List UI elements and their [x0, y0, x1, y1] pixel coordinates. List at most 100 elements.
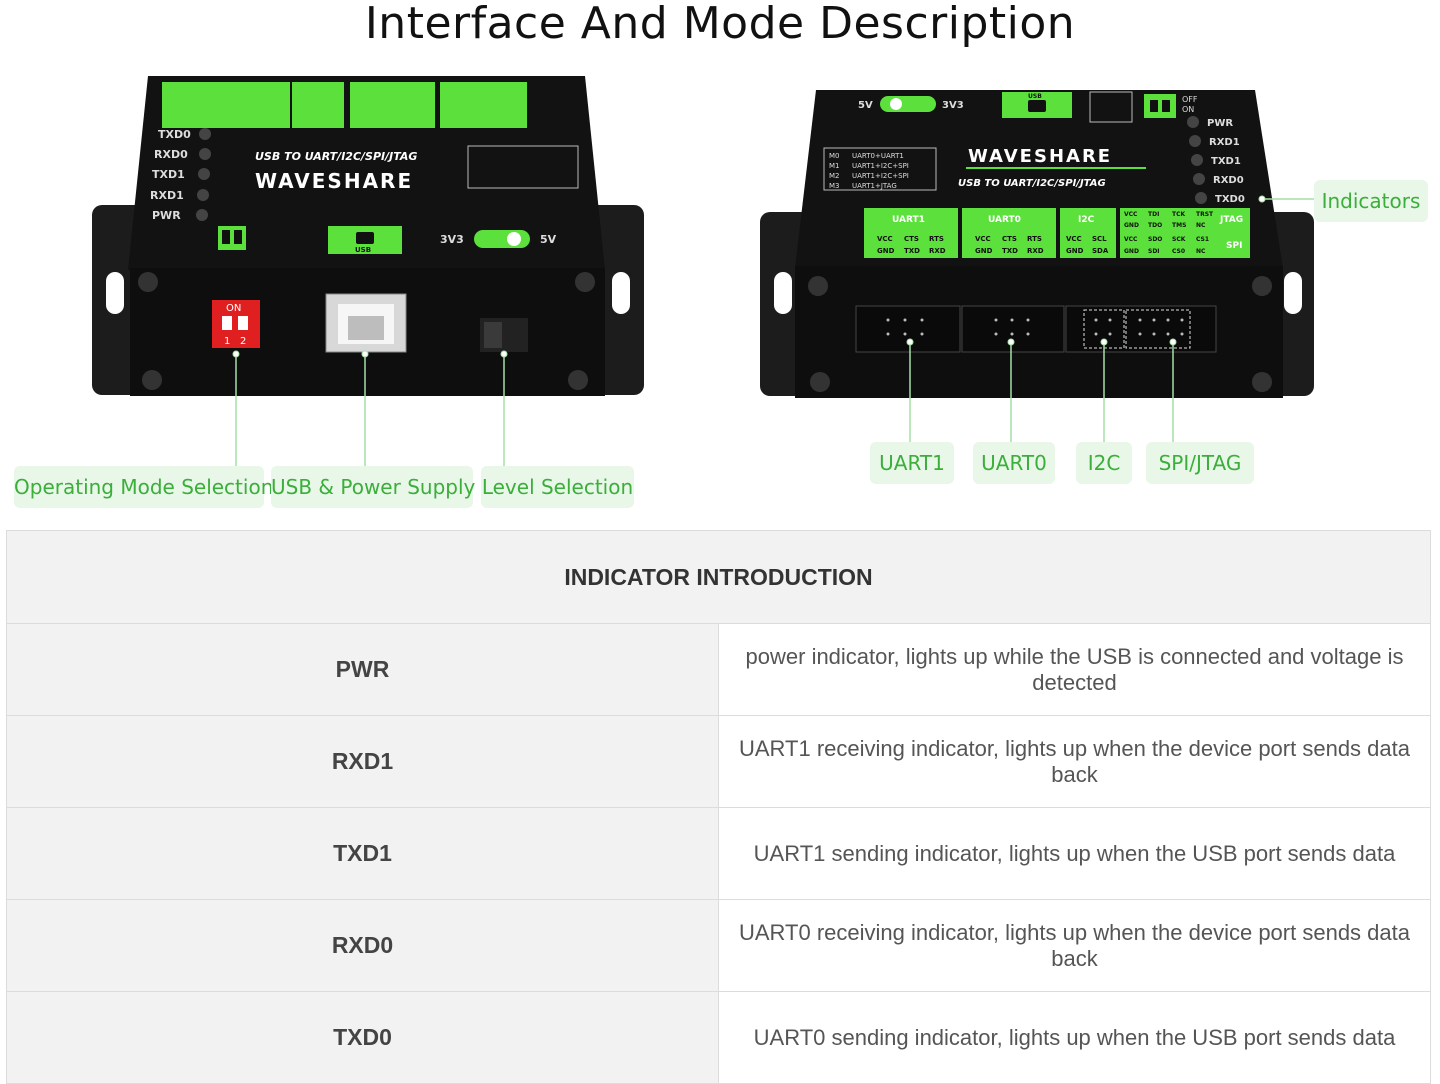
- pin-uart1-2: RTS: [929, 235, 944, 243]
- pin-jtag-0: VCC: [1124, 211, 1138, 218]
- leader-dot-level: [500, 350, 508, 358]
- indicator-desc-rxd1: UART1 receiving indicator, lights up whe…: [718, 715, 1431, 808]
- left-dip-num-1: 1: [224, 336, 230, 347]
- right-led-4: [1193, 173, 1205, 185]
- right-mode-val-3: UART1+JTAG: [852, 182, 897, 190]
- right-pins-i2c: VCC SCL GND SDA: [1066, 235, 1109, 255]
- indicator-desc-txd0: UART0 sending indicator, lights up when …: [718, 991, 1431, 1084]
- page-title: Interface And Mode Description: [364, 0, 1076, 49]
- right-pins-uart0: VCC CTS RTS GND TXD RXD: [975, 235, 1044, 255]
- right-level-5v: 5V: [858, 100, 873, 111]
- leader-dot-i2c: [1100, 338, 1108, 346]
- right-brand: WAVESHARE: [968, 146, 1112, 167]
- pin-spi-0: VCC: [1124, 236, 1138, 243]
- right-conn-pin-dots: [886, 318, 1184, 336]
- pin-dot: [1108, 318, 1112, 322]
- pin-dot: [1180, 318, 1184, 322]
- right-pins-jtag: VCC TDI TCK TRST GND TDO TMS NC: [1124, 211, 1214, 229]
- indicator-table-header-row: INDICATOR INTRODUCTION: [6, 530, 1431, 624]
- pin-i2c-2: GND: [1066, 247, 1084, 255]
- right-mode-val-0: UART0+UART1: [852, 152, 904, 160]
- left-led-label-5: PWR: [152, 209, 181, 222]
- pin-dot: [994, 332, 998, 336]
- table-row: TXD0 UART0 sending indicator, lights up …: [6, 991, 1431, 1084]
- left-usb-port-tongue: [348, 316, 384, 340]
- left-subtitle: USB TO UART/I2C/SPI/JTAG: [255, 150, 417, 163]
- pin-spi-3: CS1: [1196, 236, 1209, 243]
- right-level-3v3: 3V3: [942, 100, 964, 111]
- left-label-i2c: [292, 82, 344, 128]
- right-conn-i2c-spi: [1065, 305, 1217, 353]
- right-mode-table: M0 UART0+UART1 M1 UART1+I2C+SPI M2 UART1…: [823, 147, 937, 191]
- left-dip-switch: [212, 300, 260, 348]
- right-slot-left: [774, 272, 792, 314]
- left-led-5: [196, 209, 208, 221]
- pin-uart1-5: RXD: [929, 247, 946, 255]
- right-conn-uart0: [961, 305, 1065, 353]
- pin-spi-5: SDI: [1148, 248, 1160, 255]
- left-led-4: [197, 189, 209, 201]
- pin-spi-6: CS0: [1172, 248, 1185, 255]
- right-conn-uart1: [855, 305, 961, 353]
- left-label-spi-jtag: [162, 82, 290, 128]
- left-usb-label: USB: [355, 246, 371, 254]
- left-slot-left: [106, 272, 124, 314]
- right-led-2: [1189, 135, 1201, 147]
- left-led-label-1: TXD0: [158, 128, 191, 141]
- right-usb-icon: [1028, 100, 1046, 112]
- pin-jtag-7: NC: [1196, 222, 1206, 229]
- right-header-label-uart0: UART0: [988, 215, 1021, 225]
- right-header-label-spi: SPI: [1226, 241, 1242, 251]
- callout-indicators: Indicators: [1314, 180, 1428, 222]
- left-dip-key-2: [238, 316, 248, 330]
- right-usb-label: USB: [1028, 93, 1042, 100]
- right-led-label-5: TXD0: [1215, 194, 1245, 205]
- right-header-uart1: [864, 208, 958, 258]
- leader-dot-spi-jtag: [1169, 338, 1177, 346]
- pin-uart0-1: CTS: [1002, 235, 1017, 243]
- callout-operating-mode: Operating Mode Selection: [14, 466, 273, 508]
- pin-dot: [1138, 332, 1142, 336]
- left-led-column: [196, 128, 211, 221]
- left-screw-2: [575, 272, 595, 292]
- pin-uart1-1: CTS: [904, 235, 919, 243]
- leader-dot-usb: [361, 350, 369, 358]
- leader-dot-uart0: [1007, 338, 1015, 346]
- right-mode-key-1: M1: [829, 162, 840, 170]
- left-led-label-3: TXD1: [152, 168, 185, 181]
- pin-dot: [994, 318, 998, 322]
- pin-dot: [1026, 332, 1030, 336]
- right-conn-spi-outline: [1125, 309, 1191, 349]
- left-mini-dip-2: [234, 230, 242, 244]
- right-device: 5V 3V3 USB OFF ON PWR RXD1 TXD1 RXD0 TXD…: [760, 90, 1314, 442]
- left-usb-icon: [356, 232, 374, 244]
- right-led-3: [1191, 154, 1203, 166]
- pin-uart0-3: GND: [975, 247, 993, 255]
- pin-uart0-5: RXD: [1027, 247, 1044, 255]
- pin-i2c-3: SDA: [1092, 247, 1109, 255]
- pin-dot: [886, 318, 890, 322]
- pin-dot: [1152, 332, 1156, 336]
- right-header-uart0: [962, 208, 1056, 258]
- right-mode-val-2: UART1+I2C+SPI: [852, 172, 909, 180]
- left-device: TXD0 RXD0 TXD1 RXD1 PWR WAVESHARE USB TO…: [92, 76, 644, 466]
- right-led-label-2: RXD1: [1209, 137, 1240, 148]
- table-row: RXD0 UART0 receiving indicator, lights u…: [6, 899, 1431, 992]
- right-switch-off: OFF: [1182, 95, 1198, 104]
- left-led-label-2: RXD0: [154, 148, 188, 161]
- pin-dot: [903, 332, 907, 336]
- right-subtitle: USB TO UART/I2C/SPI/JTAG: [958, 178, 1106, 189]
- callout-i2c: I2C: [1076, 442, 1132, 484]
- callout-level: Level Selection: [481, 466, 634, 508]
- left-screw-4: [568, 370, 588, 390]
- pin-uart1-3: GND: [877, 247, 895, 255]
- indicator-table: INDICATOR INTRODUCTION PWR power indicat…: [6, 530, 1431, 1084]
- right-led-column: [1187, 116, 1207, 204]
- pin-dot: [1094, 318, 1098, 322]
- right-switch-table: [1089, 91, 1133, 123]
- indicator-desc-txd1: UART1 sending indicator, lights up when …: [718, 807, 1431, 900]
- right-level-knob: [890, 98, 902, 110]
- right-mode-key-0: M0: [829, 152, 840, 160]
- indicator-desc-rxd0: UART0 receiving indicator, lights up whe…: [718, 899, 1431, 992]
- pin-dot: [1026, 318, 1030, 322]
